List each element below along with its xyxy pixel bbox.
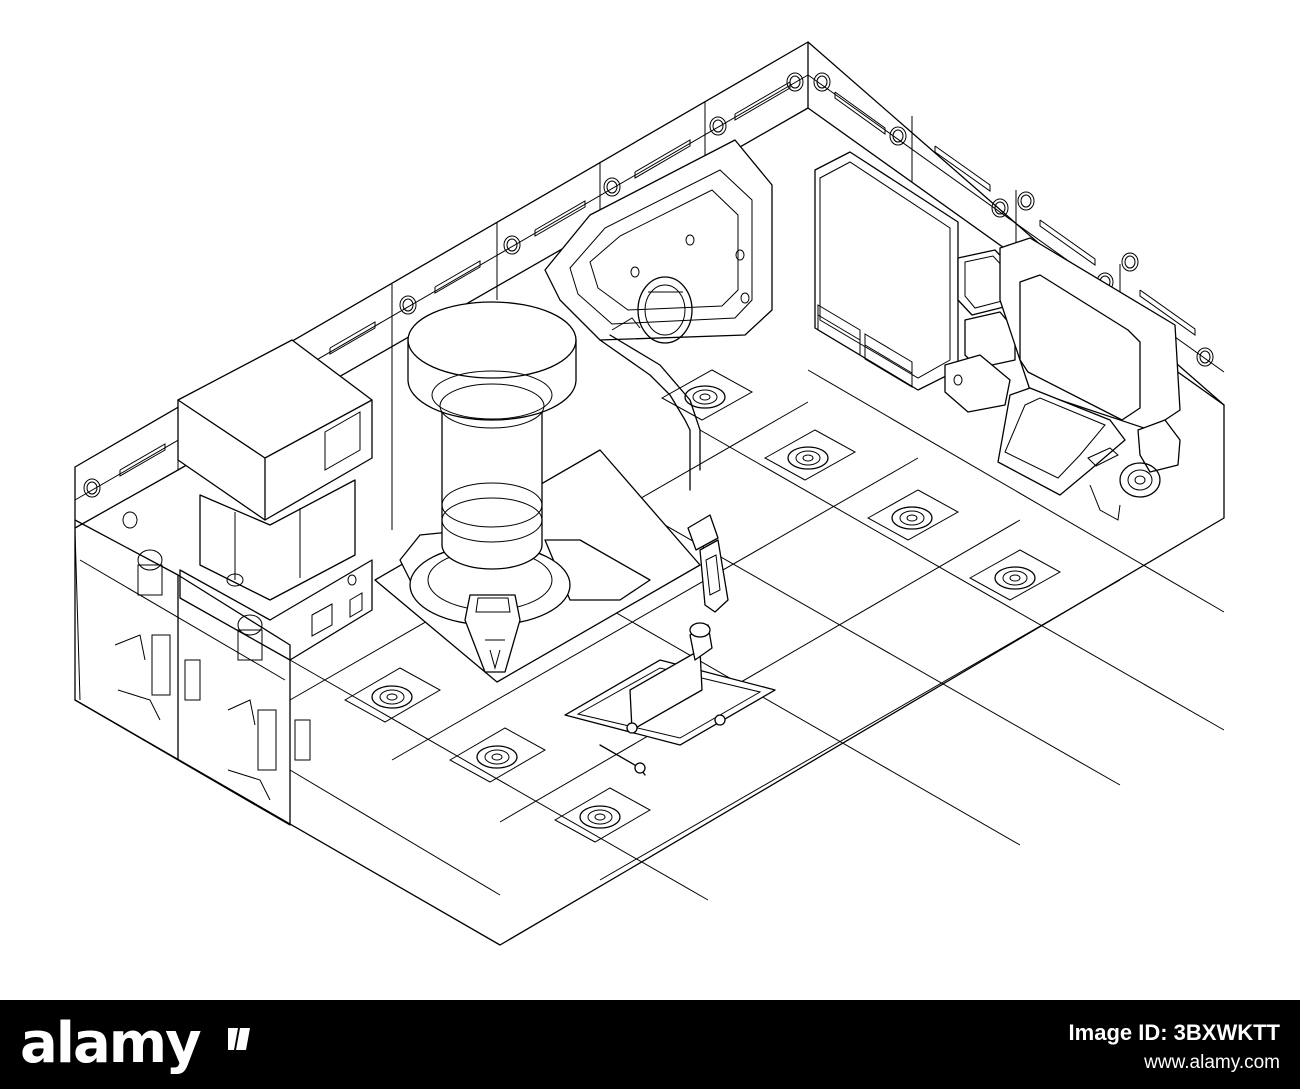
wall-screen-panel xyxy=(814,151,959,391)
back-right-wall-panels xyxy=(834,91,1196,336)
image-id-label: Image ID: 3BXWKTT xyxy=(1068,1020,1280,1045)
isometric-room-drawing xyxy=(74,41,1225,946)
storage-unit-box xyxy=(177,339,373,661)
cargo-shelving-rack xyxy=(74,511,311,826)
reactor-cylinder xyxy=(407,301,577,570)
alamy-logo-mark-icon xyxy=(228,1028,250,1050)
site-url: www.alamy.com xyxy=(1144,1052,1280,1073)
bulkhead-door xyxy=(544,139,773,491)
floor-target-markers xyxy=(343,369,1062,843)
reactor-base-platform xyxy=(374,449,701,683)
control-pedestal xyxy=(687,514,729,613)
watermark-bar: alamy Image ID: 3BXWKTT www.alamy.com xyxy=(0,1000,1300,1089)
alamy-logo: alamy xyxy=(20,1011,202,1076)
illustration xyxy=(74,41,1225,946)
control-console-monitors xyxy=(944,237,1181,521)
workbench-cart xyxy=(564,622,776,776)
